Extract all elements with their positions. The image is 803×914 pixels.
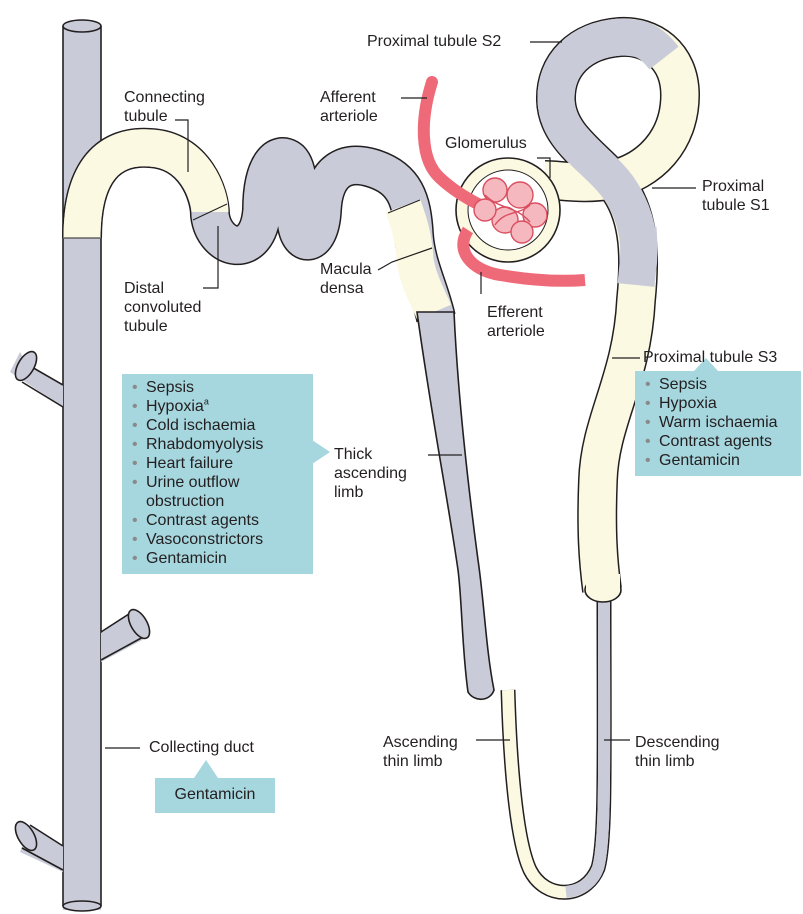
cause-item: •Gentamicin	[645, 451, 791, 470]
label-thick-line1: Thick	[334, 445, 407, 464]
thick-ascending-limb	[417, 312, 494, 698]
label-efferent-line1: Efferent	[487, 303, 545, 322]
label-s1-line2: tubule S1	[702, 196, 770, 215]
cause-item: •Heart failure	[132, 454, 303, 473]
cause-item: •Contrast agents	[132, 511, 303, 530]
label-distal-line2: convoluted	[124, 298, 201, 317]
label-thick-ascending-limb: Thick ascending limb	[334, 445, 407, 502]
label-thick-line3: limb	[334, 483, 407, 502]
label-collecting-duct: Collecting duct	[149, 738, 254, 757]
label-macula-line1: Macula	[320, 260, 372, 279]
label-thick-line2: ascending	[334, 464, 407, 483]
collecting-duct-causes-box: Gentamicin	[155, 778, 275, 813]
label-proximal-tubule-s2: Proximal tubule S2	[367, 32, 501, 51]
label-macula-line2: densa	[320, 279, 372, 298]
cause-item: •Sepsis	[645, 375, 791, 394]
cause-item: •Cold ischaemia	[132, 416, 303, 435]
label-afferent-arteriole: Afferent arteriole	[320, 88, 378, 126]
label-asc-line2: thin limb	[383, 752, 458, 771]
cause-item: •Hypoxia	[645, 394, 791, 413]
cause-item: •Sepsis	[132, 378, 303, 397]
label-glomerulus: Glomerulus	[445, 134, 527, 153]
label-efferent-line2: arteriole	[487, 322, 545, 341]
label-afferent-line2: arteriole	[320, 107, 378, 126]
distal-tubule	[64, 148, 436, 318]
label-proximal-tubule-s3: Proximal tubule S3	[643, 348, 777, 367]
label-distal-convoluted-tubule: Distal convoluted tubule	[124, 279, 201, 336]
label-afferent-line1: Afferent	[320, 88, 378, 107]
proximal-tubule	[545, 37, 680, 602]
label-desc-line1: Descending	[635, 733, 720, 752]
label-efferent-arteriole: Efferent arteriole	[487, 303, 545, 341]
label-connecting-line2: tubule	[124, 107, 205, 126]
label-descending-thin-limb: Descending thin limb	[635, 733, 720, 771]
label-connecting-line1: Connecting	[124, 88, 205, 107]
label-macula-densa: Macula densa	[320, 260, 372, 298]
label-ascending-thin-limb: Ascending thin limb	[383, 733, 458, 771]
cause-item: •Contrast agents	[645, 432, 791, 451]
cause-item: •Gentamicin	[132, 549, 303, 568]
cause-item: •Hypoxiaa	[132, 397, 303, 416]
proximal-causes-box: •Sepsis •Hypoxia •Warm ischaemia •Contra…	[635, 371, 801, 476]
label-distal-line1: Distal	[124, 279, 201, 298]
label-distal-line3: tubule	[124, 317, 201, 336]
label-s1-line1: Proximal	[702, 177, 770, 196]
collecting-cause-item: Gentamicin	[175, 786, 256, 803]
cause-item: •Vasoconstrictors	[132, 530, 303, 549]
thick-limb-causes-box: •Sepsis •Hypoxiaa •Cold ischaemia •Rhabd…	[122, 374, 313, 574]
label-desc-line2: thin limb	[635, 752, 720, 771]
label-asc-line1: Ascending	[383, 733, 458, 752]
footnote-marker: a	[204, 397, 209, 407]
cause-item-continuation: obstruction	[146, 492, 303, 511]
label-connecting-tubule: Connecting tubule	[124, 88, 205, 126]
loop-of-henle	[468, 592, 604, 892]
label-proximal-tubule-s1: Proximal tubule S1	[702, 177, 770, 215]
cause-item: •Warm ischaemia	[645, 413, 791, 432]
cause-item: •Rhabdomyolysis	[132, 435, 303, 454]
